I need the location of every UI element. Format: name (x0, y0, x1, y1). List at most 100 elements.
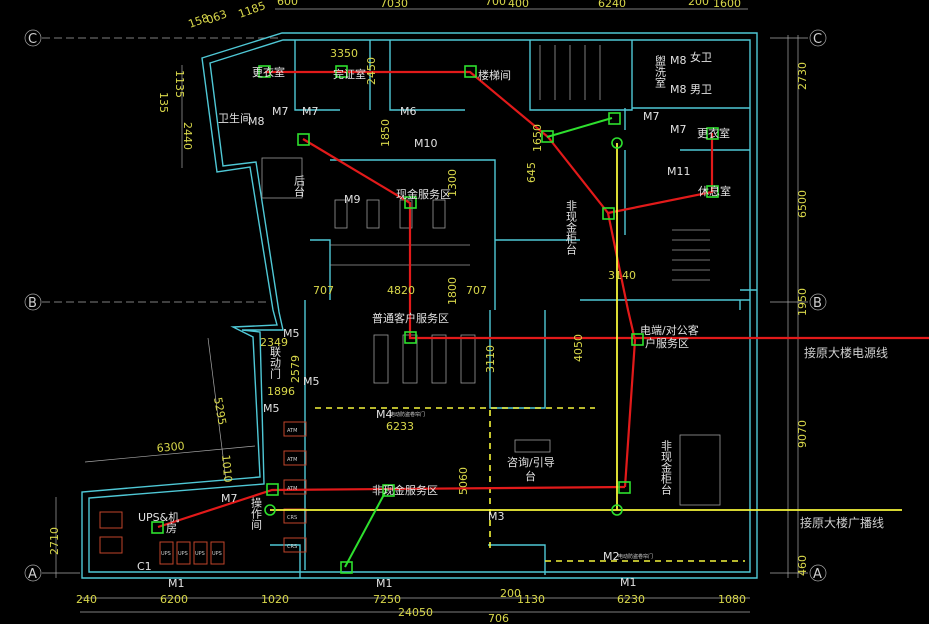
label: M5 (283, 327, 300, 340)
label: 4820 (387, 284, 415, 297)
label: 6240 (598, 0, 626, 10)
room-label: 非现金柜台 (660, 440, 673, 495)
label: M8 (248, 115, 265, 128)
axis-c-marker-right (809, 29, 827, 47)
label: 1300 (446, 169, 459, 197)
label: M4 (376, 408, 393, 421)
label: 9070 (796, 420, 809, 448)
axis-label: B (28, 296, 37, 311)
label: UPS (178, 551, 188, 557)
label: 1650 (531, 124, 544, 152)
room-label: 卫生间 (218, 111, 251, 125)
label: M7 (670, 123, 687, 136)
label: ATM (287, 457, 297, 463)
label: M5 (303, 375, 320, 388)
label: 1135 (173, 70, 186, 98)
label: M7 (643, 110, 660, 123)
room-label: 户服务区 (645, 336, 689, 350)
furniture (261, 45, 721, 506)
drawing-line (514, 439, 551, 453)
drawing-line (207, 337, 227, 481)
label: 1185 (237, 0, 268, 21)
label: M7 (302, 105, 319, 118)
drawing-line (99, 536, 123, 554)
label: 3140 (608, 269, 636, 282)
label: M1 (620, 576, 637, 589)
drawing-line (431, 334, 447, 384)
axis-label: B (813, 296, 822, 311)
label: C1 (137, 560, 152, 573)
label: 240 (76, 593, 97, 606)
axis-grid: C B A C B A (24, 29, 827, 582)
axis-b-marker-left (24, 293, 42, 311)
room-label: 盥洗室 (654, 55, 667, 88)
label: 200 (688, 0, 709, 8)
axis-label: C (28, 32, 37, 47)
signal-cable (344, 488, 388, 568)
ups-unit (210, 541, 225, 565)
axis-label: A (28, 567, 37, 582)
label: 4050 (572, 334, 585, 362)
power-cable-ups (157, 485, 626, 529)
power-socket-icon (706, 185, 719, 198)
room-label: 咨询/引导 (507, 455, 555, 469)
label: ATM (287, 486, 297, 492)
ups-unit (159, 541, 174, 565)
label: 2440 (181, 122, 194, 150)
drawing-line (304, 159, 750, 570)
power-socket-icon (541, 130, 554, 143)
label: 707 (313, 284, 334, 297)
label: 7250 (373, 593, 401, 606)
ups-unit (176, 541, 191, 565)
label: 1850 (379, 119, 392, 147)
power-socket-icon (151, 521, 164, 534)
label: 707 (466, 284, 487, 297)
power-cable-rest (607, 133, 714, 215)
equipment (99, 421, 307, 565)
power-cables (157, 70, 929, 529)
broadcast-line-annotation: 接原大楼广播线 (800, 515, 884, 530)
equipment-labels: ATM ATM ATM CRS CRS UPS UPS UPS UPS (161, 428, 297, 557)
power-socket-icon (404, 196, 417, 209)
power-socket-icon (631, 333, 644, 346)
atm-machine (283, 421, 307, 437)
drawing-line (334, 199, 348, 229)
signal-cables (344, 117, 613, 568)
power-socket-icon (464, 65, 477, 78)
drawing-line (81, 32, 758, 579)
room-labels: 更衣室 完证室 楼梯间 卫生间 后台 现金服务区 盥洗室 女卫 男卫 更衣室 休… (138, 50, 731, 535)
label: 6233 (386, 420, 414, 433)
label: 6200 (160, 593, 188, 606)
label: M1 (376, 577, 393, 590)
room-label: 电端/对公客 (640, 323, 699, 337)
axis-c-marker-left (24, 29, 42, 47)
label: 6300 (156, 440, 185, 455)
room-label: 操作间 (250, 496, 263, 531)
drawing-line (270, 289, 757, 578)
drawing-line (679, 434, 721, 506)
label: M8 (670, 83, 687, 96)
label: M6 (400, 105, 417, 118)
label: 135 (157, 92, 170, 113)
speaker-icon (611, 504, 623, 516)
room-label: 台 (525, 469, 536, 483)
label: 3350 (330, 47, 358, 60)
label: M7 (221, 492, 238, 505)
room-label: 男卫 (690, 83, 712, 96)
room-label: 后台 (293, 175, 306, 197)
room-label: 非现金柜台 (565, 200, 578, 255)
label: 460 (796, 555, 809, 576)
signal-cable (546, 117, 613, 138)
drawing-line (460, 334, 476, 384)
axis-a-marker-left (24, 564, 42, 582)
atm-machine (283, 479, 307, 495)
label: UPS (212, 551, 222, 557)
label: 5060 (457, 467, 470, 495)
crs-machine (283, 508, 307, 524)
drawing-line (366, 199, 380, 229)
label: M10 (414, 137, 438, 150)
label: 2349 (260, 336, 288, 349)
power-socket-icon (706, 127, 719, 140)
